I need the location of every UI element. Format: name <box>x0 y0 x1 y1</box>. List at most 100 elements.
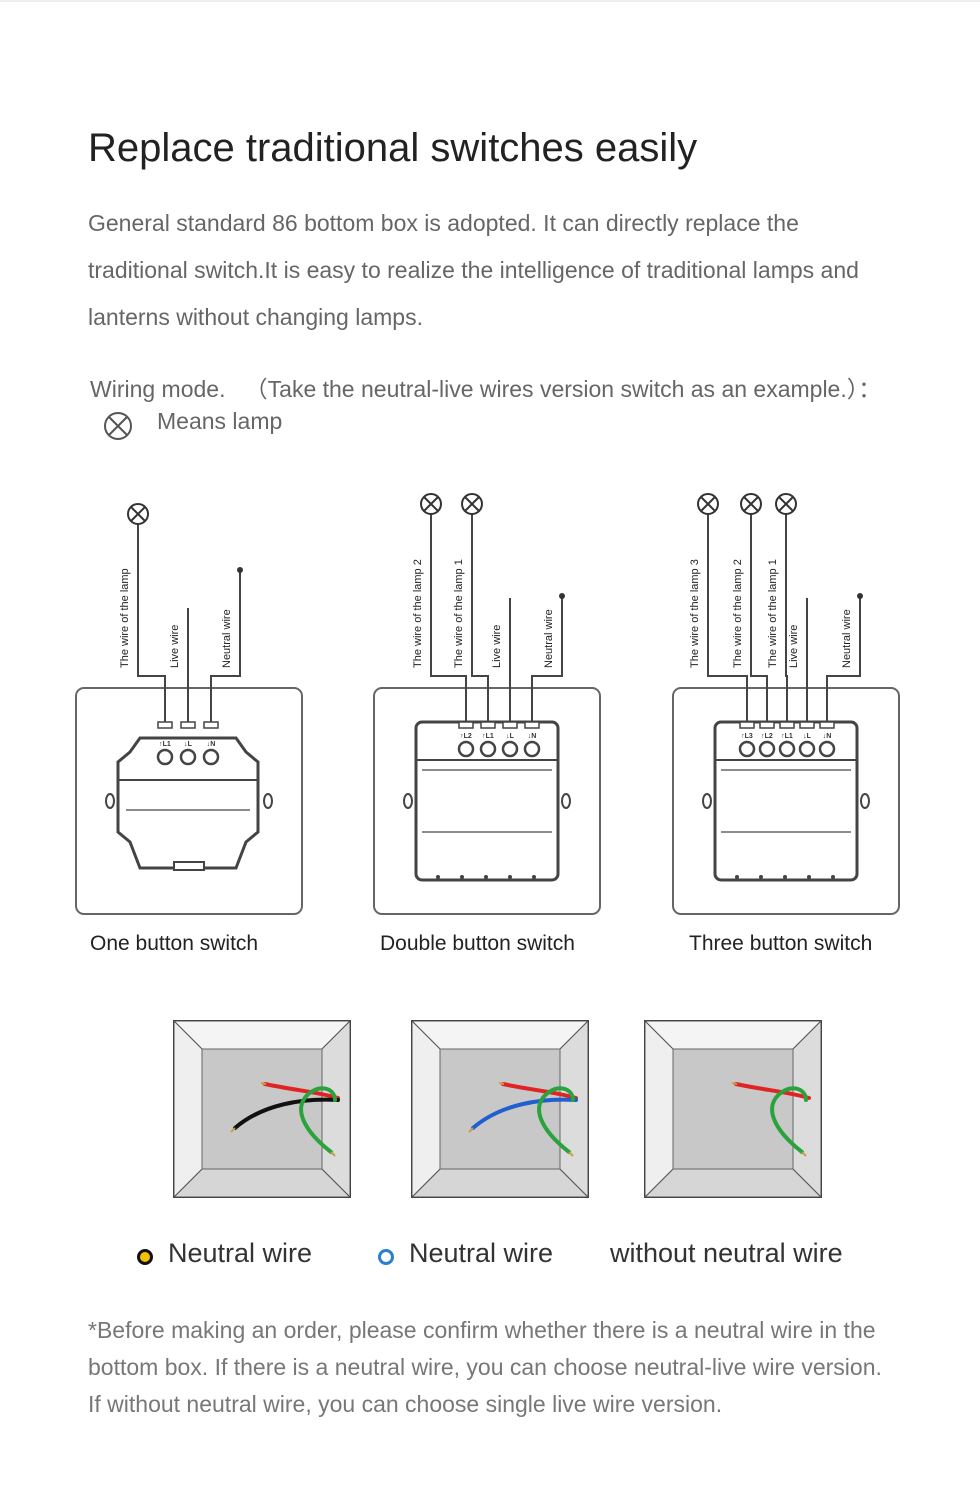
lamp-icon <box>775 493 797 515</box>
box-bevel-right <box>321 1020 351 1199</box>
wire-label: Live wire <box>491 625 503 668</box>
box-bevel-top <box>173 1020 352 1050</box>
terminal-label: ↓L <box>184 741 193 748</box>
wire-tip <box>498 1082 505 1085</box>
module-foot <box>783 875 787 879</box>
box-bevel-top <box>644 1020 823 1050</box>
wire-label: Neutral wire <box>841 609 853 668</box>
box-bevel-left <box>644 1020 674 1199</box>
terminal-slot <box>819 721 835 729</box>
live-wire <box>501 1082 578 1100</box>
terminal-label: ↑L1 <box>482 733 494 740</box>
terminal-slot <box>180 721 196 729</box>
earth-wire <box>770 1086 808 1154</box>
lamp-icon <box>697 493 719 515</box>
wire <box>707 510 748 722</box>
terminal-screw <box>798 740 816 758</box>
box-bevel-right <box>559 1020 589 1199</box>
bottom-box-neutral-black <box>173 1020 352 1199</box>
live-wire <box>263 1082 340 1100</box>
terminal-label: ↑L3 <box>741 733 753 740</box>
wire-label: The wire of the lamp <box>119 568 131 668</box>
terminal-screw <box>778 740 796 758</box>
box-bevel-top <box>411 1020 590 1050</box>
wire-tip <box>230 1127 236 1133</box>
box-bevel-left <box>173 1020 203 1199</box>
lamp-icon <box>461 493 483 515</box>
neutral-wire <box>233 1097 340 1130</box>
wire <box>826 598 861 722</box>
bottom-box-no-neutral <box>644 1020 823 1199</box>
wire-label: Neutral wire <box>221 609 233 668</box>
terminal-label: ↓N <box>528 733 537 740</box>
neutral-wire-label-1: Neutral wire <box>168 1238 313 1268</box>
wire <box>430 510 467 722</box>
wire-tip <box>731 1082 738 1085</box>
terminal-label: ↑L1 <box>781 733 793 740</box>
terminal-screw <box>202 748 220 766</box>
terminal-slot <box>739 721 755 729</box>
mounting-hole-left <box>702 793 712 809</box>
mounting-hole-left <box>105 793 115 809</box>
blue-neutral-dot <box>378 1249 394 1265</box>
wire-tip <box>468 1127 474 1133</box>
module-foot <box>460 875 464 879</box>
earth-wire <box>537 1086 575 1154</box>
lamp-icon <box>104 412 132 440</box>
lamp-icon <box>127 503 149 525</box>
wire <box>750 510 768 722</box>
terminal-label: ↓N <box>823 733 832 740</box>
box-bevel-left <box>411 1020 441 1199</box>
earth-wire <box>299 1086 337 1154</box>
wire-tip <box>260 1082 267 1085</box>
wire-label: The wire of the lamp 1 <box>453 559 465 668</box>
terminal-label: ↑L2 <box>460 733 472 740</box>
wire-label: The wire of the lamp 1 <box>767 559 779 668</box>
double-button-switch-label: Double button switch <box>380 932 575 955</box>
lamp-icon <box>420 493 442 515</box>
box-inner <box>672 1048 794 1170</box>
mounting-hole-right <box>860 793 870 809</box>
terminal-slot <box>799 721 815 729</box>
wire-label: Live wire <box>169 625 181 668</box>
terminal-screw <box>758 740 776 758</box>
wire <box>785 510 788 722</box>
terminal-screw <box>738 740 756 758</box>
black-neutral-dot <box>137 1249 153 1265</box>
wire <box>137 520 166 722</box>
box-inner <box>439 1048 561 1170</box>
switch-module <box>116 736 260 870</box>
terminal-slot <box>458 721 474 729</box>
terminal-label: ↓L <box>803 733 812 740</box>
box-bevel-bottom <box>411 1168 590 1198</box>
box-bevel-right <box>792 1020 822 1199</box>
top-divider <box>0 0 980 2</box>
wire-end-dot <box>559 593 565 599</box>
module-foot <box>735 875 739 879</box>
terminal-slot <box>157 721 173 729</box>
mounting-hole-right <box>561 793 571 809</box>
three-button-switch-label: Three button switch <box>689 932 873 955</box>
module-foot <box>831 875 835 879</box>
terminal-screw <box>818 740 836 758</box>
terminal-screw <box>156 748 174 766</box>
wire-tip <box>568 1151 574 1157</box>
wire-label: Neutral wire <box>543 609 555 668</box>
wiring-mode-text: Wiring mode. （Take the neutral-live wire… <box>90 376 882 402</box>
live-wire <box>734 1082 811 1100</box>
terminal-slot <box>480 721 496 729</box>
wire <box>471 510 489 722</box>
terminal-slot <box>759 721 775 729</box>
mounting-hole-left <box>403 793 413 809</box>
one-button-switch-label: One button switch <box>90 932 259 955</box>
wire-label: Live wire <box>788 625 800 668</box>
bottom-box-neutral-blue <box>411 1020 590 1199</box>
terminal-screw <box>501 740 519 758</box>
terminal-label: ↓N <box>207 741 216 748</box>
wire-label: The wire of the lamp 2 <box>732 559 744 668</box>
wire-tip <box>330 1151 336 1157</box>
terminal-label: ↓L <box>506 733 515 740</box>
wire-end-dot <box>857 593 863 599</box>
terminal-label: ↑L2 <box>761 733 773 740</box>
